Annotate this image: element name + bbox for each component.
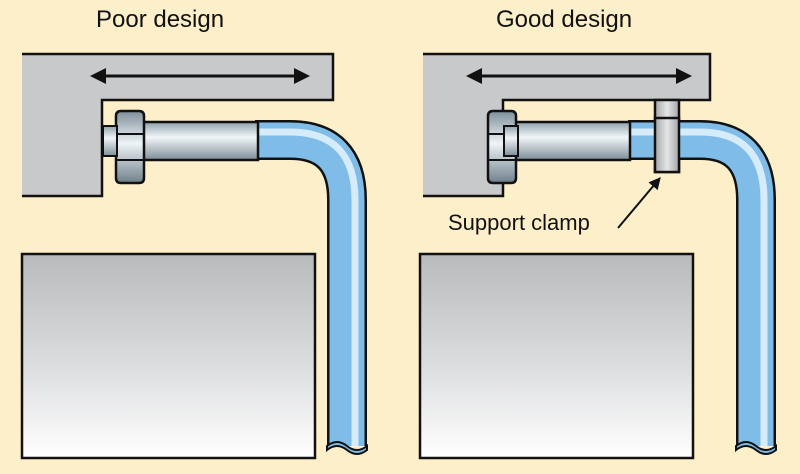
poor-design-panel [20, 52, 368, 460]
hex-nut-icon [114, 109, 146, 185]
machine-frame [22, 52, 335, 198]
support-clamp-label: Support clamp [448, 210, 590, 235]
motion-arrow-icon [90, 68, 310, 84]
clamp-leader-arrow [617, 177, 661, 229]
lower-block [20, 252, 317, 460]
good-design-title: Good design [496, 6, 633, 33]
motion-arrow-icon [466, 68, 692, 84]
hose-fitting [513, 120, 632, 162]
port-stub [102, 125, 118, 157]
hose-fitting [141, 120, 260, 162]
poor-design-title: Poor design [96, 6, 225, 33]
pipe-end [326, 441, 368, 455]
lower-block [418, 252, 695, 460]
good-design-panel [418, 52, 777, 460]
port-stub [503, 125, 519, 157]
pipe-end [735, 441, 777, 455]
